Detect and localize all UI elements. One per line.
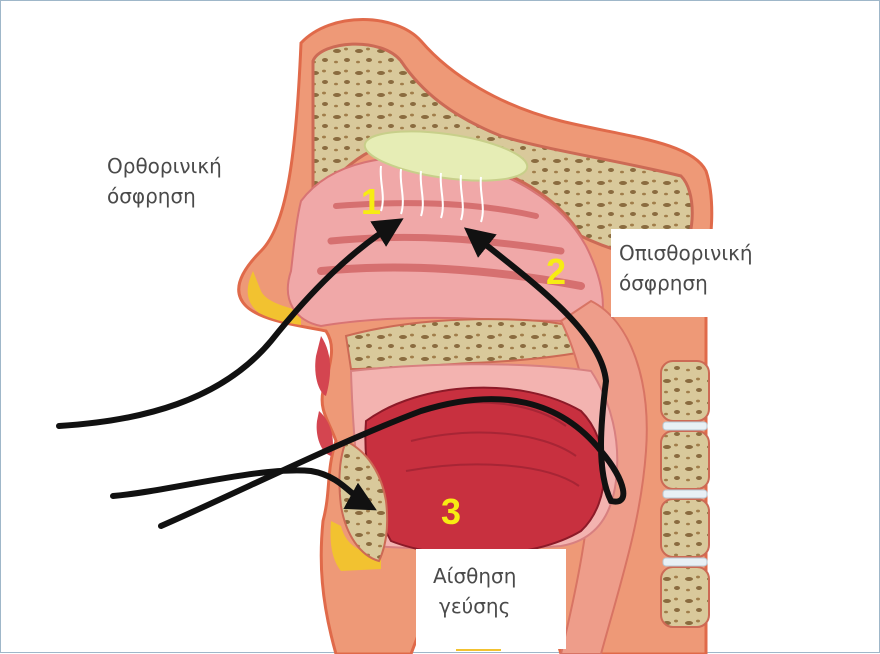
marker-2: 2 (546, 251, 566, 293)
taste-label-line2: γεύσης (433, 591, 516, 621)
retronasal-label: Οπισθορινική όσφρηση (619, 238, 753, 298)
orthonasal-label-line2: όσφρηση (107, 181, 222, 211)
orthonasal-label: Ορθορινική όσφρηση (107, 151, 222, 211)
taste-label: Αίσθηση γεύσης (433, 561, 516, 621)
tongue (365, 388, 604, 555)
orthonasal-label-line1: Ορθορινική (107, 151, 222, 181)
marker-1: 1 (361, 181, 381, 223)
marker-3: 3 (441, 491, 461, 533)
taste-label-line1: Αίσθηση (433, 561, 516, 591)
upper-lip (315, 336, 330, 396)
retronasal-label-line1: Οπισθορινική (619, 238, 753, 268)
retronasal-label-line2: όσφρηση (619, 268, 753, 298)
